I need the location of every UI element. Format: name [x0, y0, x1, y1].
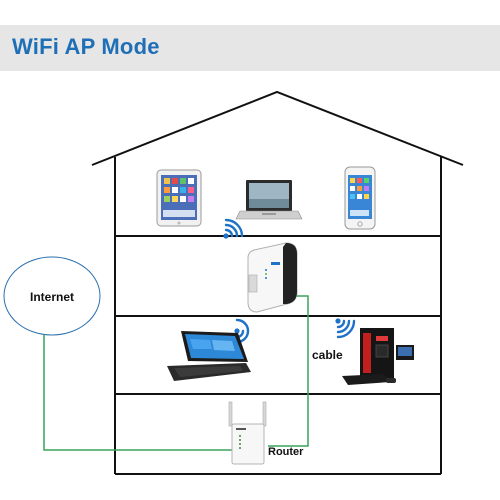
laptop-icon [235, 180, 303, 220]
smartphone-icon [344, 166, 376, 230]
page-title: WiFi AP Mode [12, 34, 160, 59]
cable-label: cable [312, 348, 343, 362]
router-icon [228, 401, 267, 465]
tablet-icon [156, 169, 202, 227]
desktop-pc-icon [342, 328, 414, 385]
cables [43, 295, 309, 451]
convertible-laptop-icon [167, 331, 251, 381]
router-to-repeater-cable [268, 295, 309, 447]
wifi-signal-icon [223, 218, 244, 239]
internet-bubble [3, 256, 101, 336]
wifi-signal-icon [335, 318, 356, 339]
house-outline [91, 90, 464, 475]
title-banner: WiFi AP Mode [0, 25, 500, 71]
roof [91, 90, 464, 166]
internet-label: Internet [30, 290, 75, 304]
router-label: Router [268, 446, 304, 458]
wifi-repeater-icon [247, 242, 298, 313]
internet-to-router-cable [43, 334, 237, 451]
